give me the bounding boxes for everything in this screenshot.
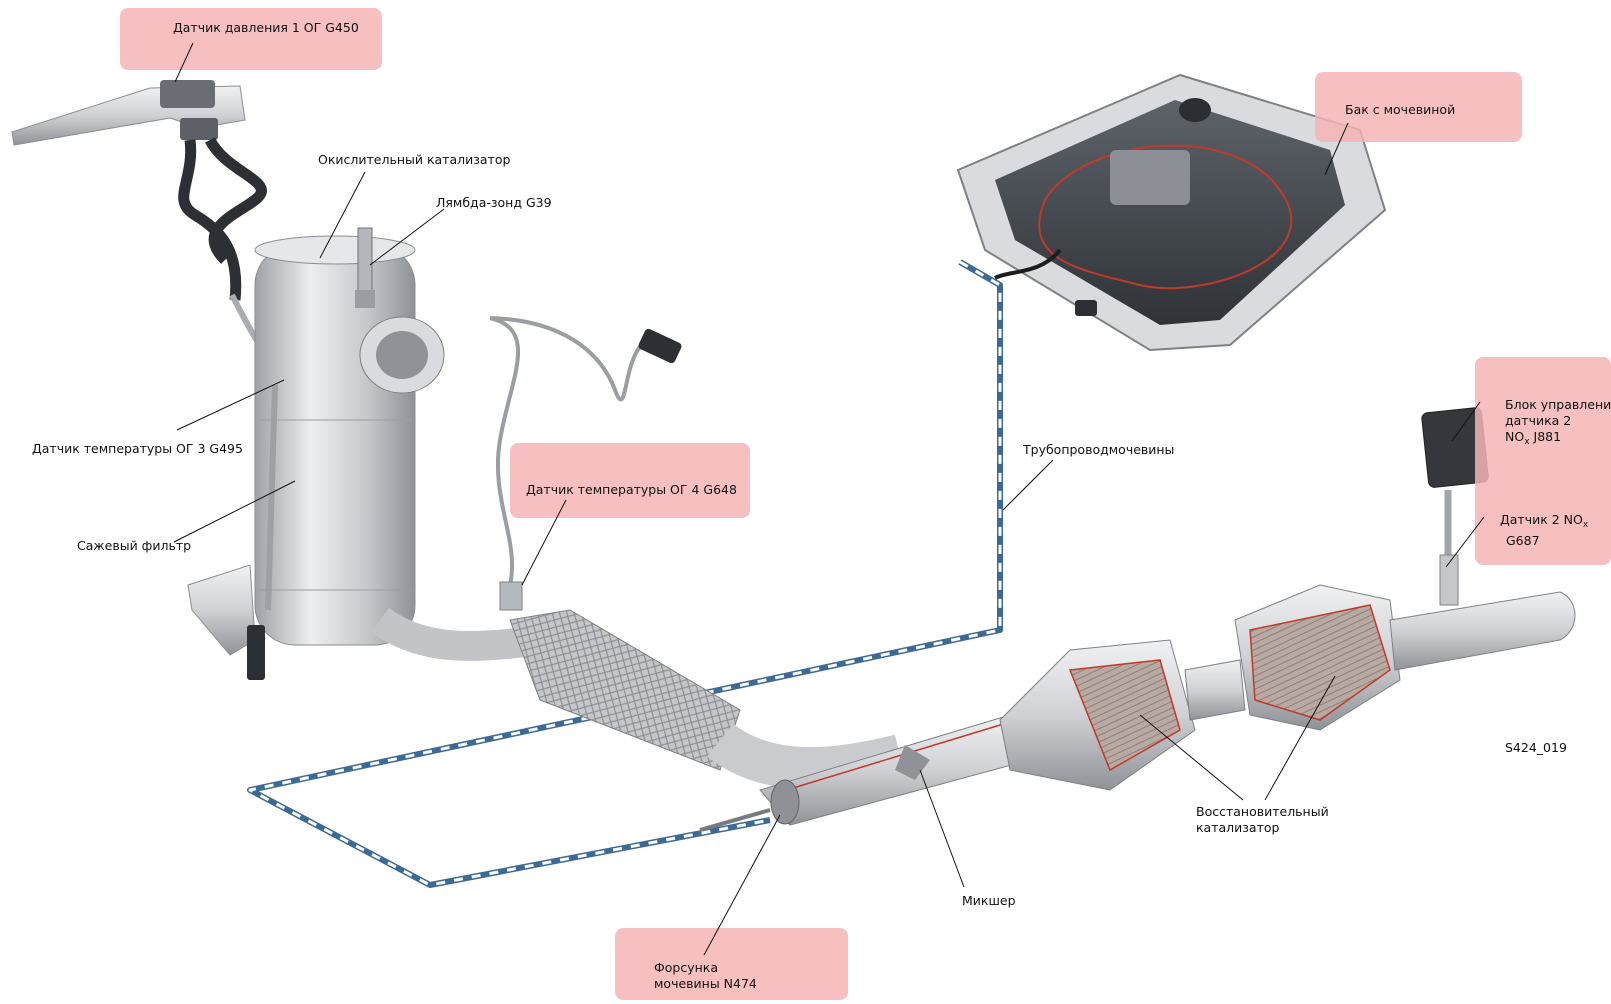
nox-unit-line3: NOx J881 — [1505, 429, 1611, 450]
label-highlights — [120, 8, 1611, 1000]
temp-sensor-g648 — [489, 316, 682, 611]
injector-line2: мочевины N474 — [654, 976, 757, 991]
label-temp-sensor-3: Датчик температуры ОГ 3 G495 — [32, 441, 243, 456]
label-nox-sensor: Датчик 2 NOx G687 — [1500, 512, 1588, 549]
label-oxidation-catalyst: Окислительный катализатор — [318, 152, 511, 167]
label-urea-injector: Форсунка мочевины N474 — [654, 960, 757, 992]
urea-tank — [956, 73, 1387, 352]
soot-filter-assembly — [187, 227, 543, 680]
pressure-sensor-g450 — [11, 80, 292, 383]
nox-unit-no: NO — [1505, 429, 1525, 444]
label-urea-tank: Бак с мочевиной — [1345, 102, 1456, 117]
leader-lines — [173, 42, 1485, 956]
flexible-pipe — [509, 609, 906, 790]
label-lambda-probe: Лямбда-зонд G39 — [436, 195, 552, 210]
reduction-catalyst-line1: Восстановительный — [1196, 804, 1329, 819]
nox-unit-line1: Блок управления — [1505, 397, 1611, 412]
label-reduction-catalyst: Восстановительный катализатор — [1196, 804, 1329, 836]
nox-sensor-text: Датчик 2 NO — [1500, 512, 1583, 527]
label-soot-filter: Сажевый фильтр — [77, 538, 192, 553]
injector-line1: Форсунка — [654, 960, 718, 975]
label-mixer: Микшер — [962, 893, 1016, 908]
nox-sensor-line2: G687 — [1506, 533, 1540, 548]
nox-unit-sub: x — [1524, 437, 1530, 447]
reduction-catalyst-line2: катализатор — [1196, 820, 1280, 835]
reduction-catalyst — [999, 584, 1576, 791]
figure-id: S424_019 — [1505, 740, 1567, 755]
label-nox-control-unit: Блок управления датчика 2 NOx J881 — [1505, 397, 1611, 450]
nox-sensor-unit — [1421, 407, 1489, 606]
label-pressure-sensor: Датчик давления 1 ОГ G450 — [173, 20, 359, 35]
nox-unit-id: J881 — [1529, 429, 1562, 444]
nox-sensor-line1: Датчик 2 NOx — [1500, 512, 1588, 533]
nox-sensor-sub: x — [1582, 520, 1589, 530]
label-temp-sensor-4: Датчик температуры ОГ 4 G648 — [526, 482, 737, 497]
nox-unit-line2: датчика 2 — [1505, 413, 1572, 428]
label-urea-line: Трубопроводмочевины — [1023, 442, 1175, 457]
